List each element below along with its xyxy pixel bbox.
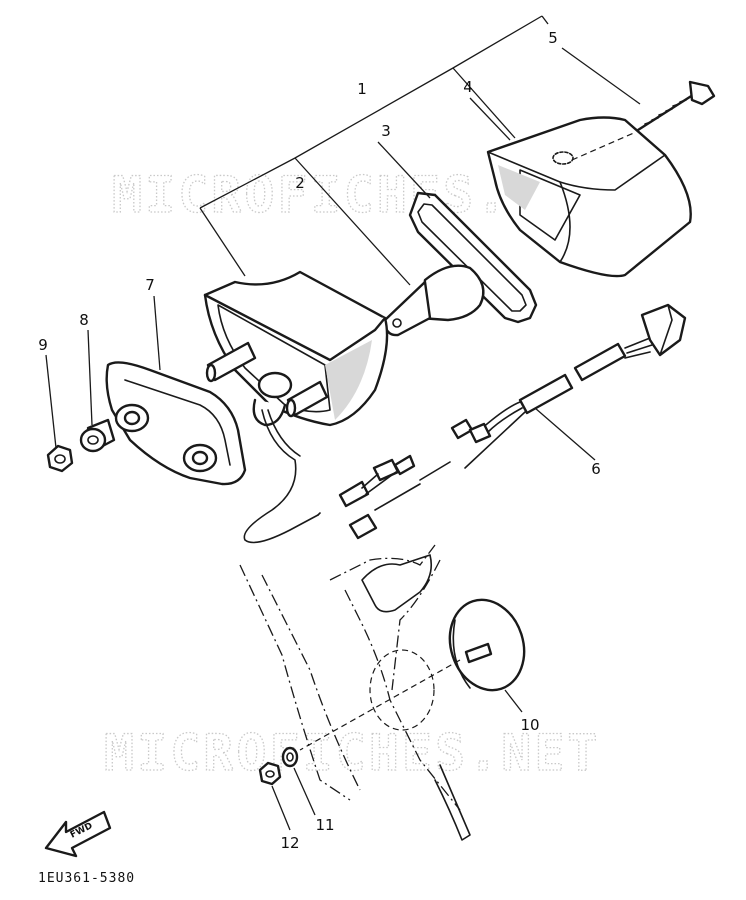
callout-11: 11 <box>315 816 334 834</box>
callout-10: 10 <box>520 716 539 734</box>
reflector-icon[interactable] <box>299 590 535 751</box>
taillight-assembly[interactable] <box>203 270 389 427</box>
callout-9: 9 <box>38 336 48 354</box>
callouts: 1 2 3 4 5 6 7 8 9 10 11 12 <box>38 29 601 852</box>
diagram-code: 1EU361-5380 <box>38 871 135 886</box>
assembly-bracket <box>199 15 549 286</box>
stud-bolt-icon <box>205 341 329 418</box>
callout-4: 4 <box>463 78 473 96</box>
callout-3: 3 <box>381 122 391 140</box>
bracket-icon[interactable] <box>105 361 247 486</box>
leader-lines <box>45 47 641 831</box>
lens-icon[interactable] <box>486 116 692 278</box>
fender-outline <box>239 544 471 841</box>
callout-7: 7 <box>145 276 155 294</box>
callout-12: 12 <box>280 834 299 852</box>
screw-icon[interactable] <box>571 80 716 161</box>
callout-5: 5 <box>548 29 558 47</box>
washer-icon[interactable] <box>281 746 299 768</box>
forward-arrow-icon: FWD <box>44 810 112 858</box>
callout-1: 1 <box>357 80 367 98</box>
wire-harness-icon[interactable] <box>338 303 687 540</box>
callout-6: 6 <box>591 460 601 478</box>
collar-icon[interactable] <box>79 418 116 453</box>
callout-8: 8 <box>79 311 89 329</box>
bulb-socket-icon <box>252 371 293 427</box>
watermark-bottom: MICROFICHES.NET <box>104 724 601 782</box>
lamp-wire-icon <box>243 409 321 544</box>
callout-2: 2 <box>295 174 305 192</box>
nut-icon[interactable] <box>46 444 74 473</box>
gasket-icon[interactable] <box>408 191 538 324</box>
bulb-icon[interactable] <box>383 264 485 337</box>
nut-icon[interactable] <box>258 761 282 786</box>
